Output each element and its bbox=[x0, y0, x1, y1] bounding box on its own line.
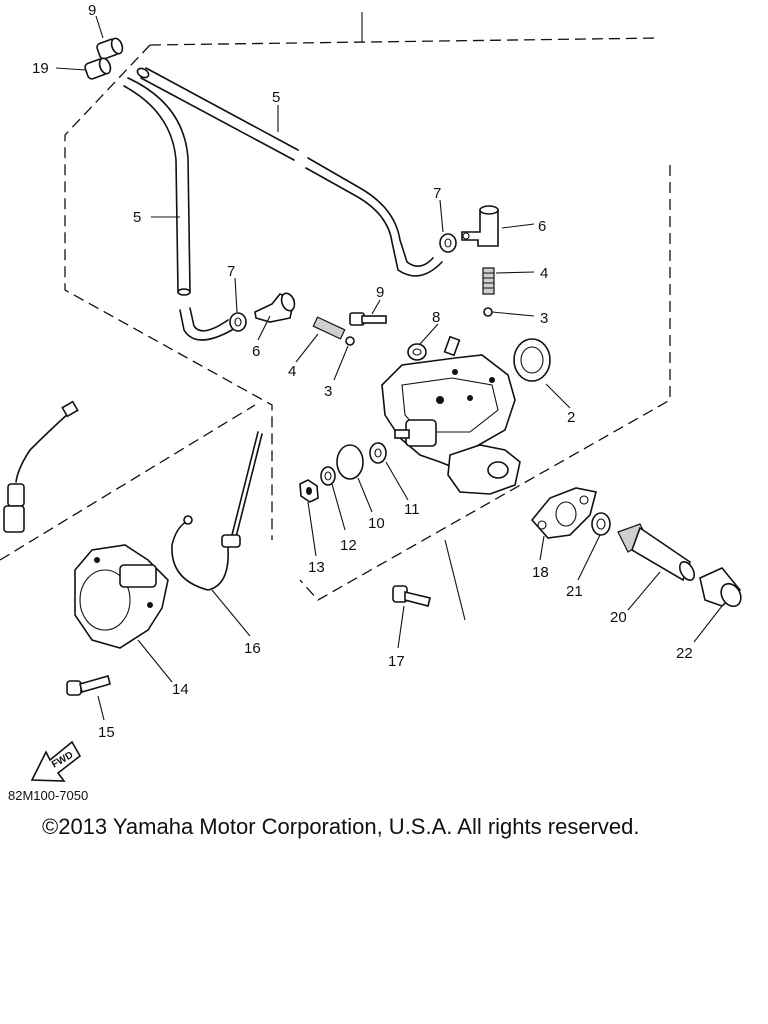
part-7-clip-left bbox=[229, 312, 247, 332]
part-14-pump-cover bbox=[74, 544, 169, 649]
left-boundary-dashed bbox=[0, 404, 256, 561]
part-5-hose-long bbox=[136, 67, 443, 277]
copyright-notice: ©2013 Yamaha Motor Corporation, U.S.A. A… bbox=[42, 814, 640, 839]
part-4-spring-right bbox=[482, 267, 495, 295]
callout-11: 11 bbox=[404, 501, 420, 518]
part-8-washer bbox=[407, 343, 427, 361]
leader-lines bbox=[55, 15, 723, 721]
part-22-cap bbox=[699, 567, 742, 608]
part-2-oil-seal bbox=[513, 338, 551, 382]
callout-13: 13 bbox=[308, 559, 325, 576]
callout-5-left: 5 bbox=[133, 209, 141, 226]
callout-16: 16 bbox=[244, 640, 261, 657]
callout-7-right: 7 bbox=[433, 185, 441, 202]
sensor-cable bbox=[3, 400, 79, 533]
callout-3-left: 3 bbox=[324, 383, 332, 400]
callout-2: 2 bbox=[567, 409, 575, 426]
part-21-o-ring bbox=[591, 512, 611, 536]
callout-7-left: 7 bbox=[227, 263, 235, 280]
part-6-elbow-left bbox=[254, 292, 296, 323]
part-6-elbow-right bbox=[461, 205, 499, 247]
oil-pump-body bbox=[381, 335, 521, 495]
part-4-spring-left bbox=[312, 316, 346, 340]
part-20-drive-gear bbox=[617, 523, 696, 582]
upper-boundary-dashed bbox=[64, 37, 671, 601]
callout-17: 17 bbox=[388, 653, 405, 670]
callout-18: 18 bbox=[532, 564, 549, 581]
part-3-ball-right bbox=[483, 307, 493, 317]
part-15-bolt bbox=[66, 675, 111, 696]
callout-15: 15 bbox=[98, 724, 115, 741]
part-13-nut bbox=[299, 479, 319, 503]
callout-19: 19 bbox=[32, 60, 49, 77]
part-7-clip-right bbox=[439, 233, 457, 253]
part-19-bushing-top bbox=[96, 37, 124, 60]
callout-6-right: 6 bbox=[538, 218, 546, 235]
part-19-bushing-bottom bbox=[84, 57, 112, 80]
callout-12: 12 bbox=[340, 537, 357, 554]
callout-3-right: 3 bbox=[540, 310, 548, 327]
part-9-bolt bbox=[349, 312, 387, 326]
callout-6-left: 6 bbox=[252, 343, 260, 360]
part-16-cable bbox=[171, 431, 263, 591]
callout-8: 8 bbox=[432, 309, 440, 326]
callout-9-middle: 9 bbox=[376, 284, 384, 301]
callout-9-top: 9 bbox=[88, 2, 96, 19]
fwd-arrow: FWD bbox=[30, 740, 82, 782]
part-10-plate bbox=[336, 444, 364, 480]
part-3-ball-left bbox=[345, 336, 355, 346]
exploded-view-svg: FWD 9 19 5 5 7 6 bbox=[0, 2, 742, 782]
part-5-hose-left bbox=[123, 77, 233, 341]
callout-4-left: 4 bbox=[288, 363, 296, 380]
callout-10: 10 bbox=[368, 515, 385, 532]
reference-code: 82M100-7050 bbox=[8, 788, 89, 803]
part-12-washer bbox=[320, 466, 336, 486]
callout-20: 20 bbox=[610, 609, 627, 626]
callout-4-right: 4 bbox=[540, 265, 548, 282]
part-18-gasket bbox=[530, 487, 597, 539]
callout-21: 21 bbox=[566, 583, 583, 600]
leader-1-bottom bbox=[444, 539, 466, 621]
callout-14: 14 bbox=[172, 681, 189, 698]
part-17-screw bbox=[392, 585, 431, 607]
callout-5-top: 5 bbox=[272, 89, 280, 106]
callout-labels: 9 19 5 5 7 6 7 6 4 3 9 4 3 8 2 11 10 12 … bbox=[32, 2, 693, 741]
callout-22: 22 bbox=[676, 645, 693, 662]
part-11-washer bbox=[369, 442, 387, 464]
